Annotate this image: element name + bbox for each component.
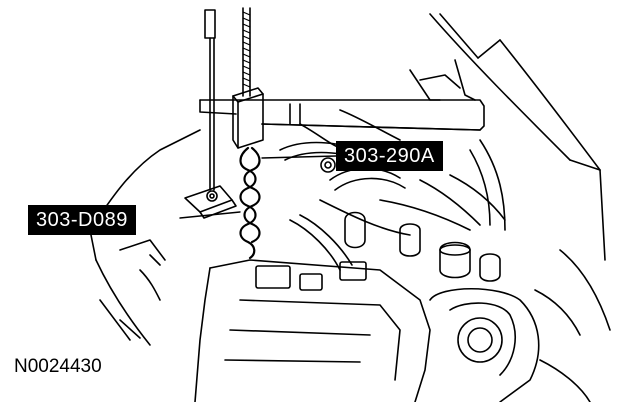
engine-components (194, 59, 591, 402)
callout-leaders (179, 155, 337, 219)
support-rod (204, 9, 216, 191)
threaded-rod (242, 7, 251, 97)
vehicle-body-outline (89, 129, 201, 346)
lifting-chain (239, 146, 261, 260)
lift-block (232, 87, 264, 149)
bracket-mount (184, 185, 237, 219)
hood-right-outline (429, 13, 611, 336)
tool-callout-303-d089: 303-D089 (28, 205, 136, 235)
tool-callout-303-290a: 303-290A (336, 141, 443, 171)
figure-id-label: N0024430 (14, 356, 102, 377)
crossbar (199, 99, 485, 131)
